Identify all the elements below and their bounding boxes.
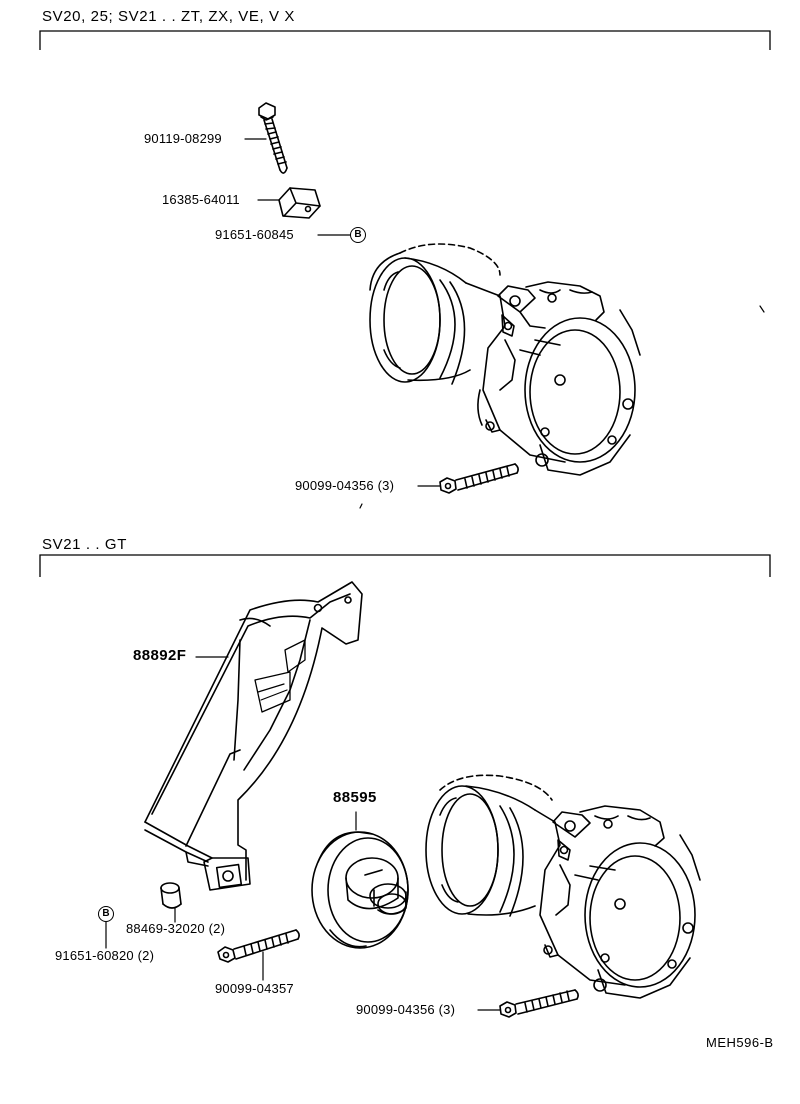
ac-compressor-2-icon [426,775,700,998]
spacer-icon [161,883,181,908]
part-label-90119-08299: 90119-08299 [144,131,222,146]
long-bolt-icon [259,103,287,173]
part-label-91651-60845: 91651-60845 [215,227,294,242]
figure-code: MEH596-B [706,1035,774,1050]
section-2-bracket [40,555,770,577]
ac-compressor-1-icon [360,244,764,508]
section-1-title: SV20, 25; SV21 . . ZT, ZX, VE, V X [42,8,296,25]
bolt-90099-04356-2-icon [500,990,578,1017]
section-1-bracket [40,31,770,50]
b-marker-1: B [350,227,366,243]
idler-pulley-88595-icon [312,832,408,948]
section-2-title: SV21 . . GT [42,536,127,553]
bracket-88892f-icon [145,582,362,890]
part-label-16385-64011: 16385-64011 [162,192,240,207]
part-label-91651-60820: 91651-60820 (2) [55,948,155,963]
bolt-90099-04357-icon [218,930,299,962]
part-label-90099-04356-a: 90099-04356 (3) [295,478,395,493]
b-marker-2: B [98,906,114,922]
part-label-90099-04356-b: 90099-04356 (3) [356,1002,456,1017]
part-label-88595: 88595 [333,789,377,806]
part-label-88469-32020: 88469-32020 (2) [126,921,226,936]
part-label-88892f: 88892F [133,647,187,664]
bolt-90099-04356-icon [440,464,518,493]
collar-icon [279,188,320,218]
part-label-90099-04357: 90099-04357 [215,981,294,996]
